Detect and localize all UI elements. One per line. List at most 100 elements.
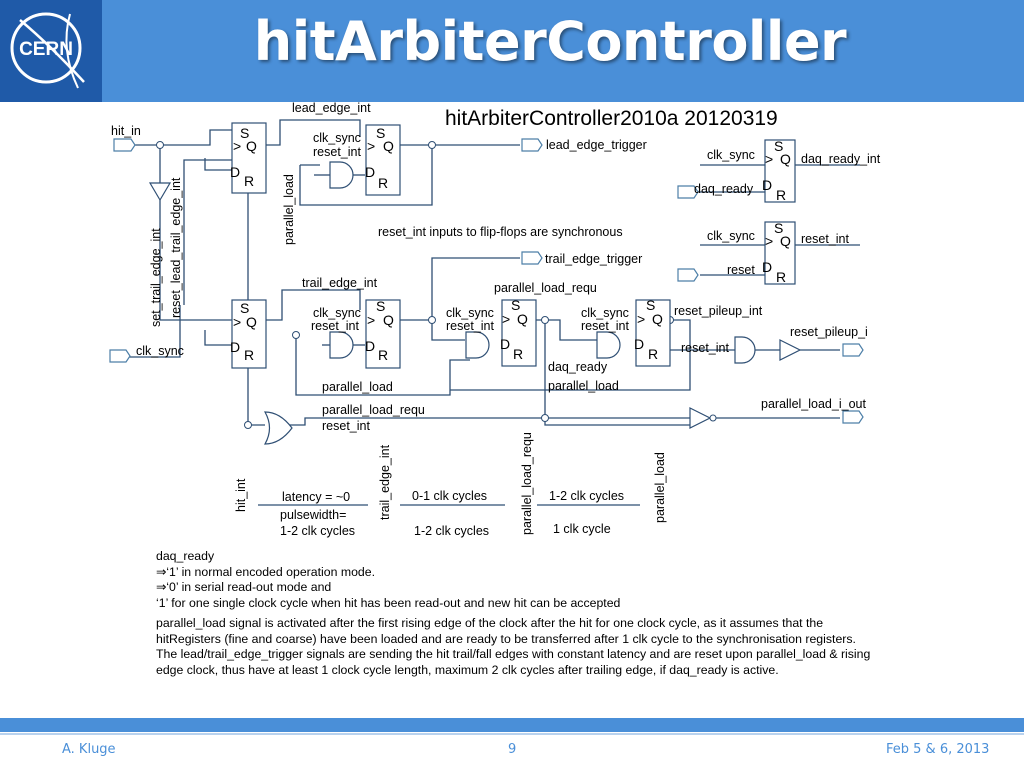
svg-text:R: R: [378, 175, 388, 191]
svg-text:R: R: [244, 347, 254, 363]
diagram-heading: hitArbiterController2010a 20120319: [445, 107, 778, 130]
svg-text:parallel_load_requ: parallel_load_requ: [520, 432, 534, 535]
footer-author: A. Kluge: [62, 742, 116, 757]
svg-text:reset_int: reset_int: [801, 232, 849, 246]
svg-text:latency = ~0: latency = ~0: [282, 490, 350, 504]
svg-text:parallel_load: parallel_load: [653, 452, 667, 523]
svg-text:>: >: [367, 138, 375, 154]
port-trail-edge-trigger: [521, 251, 543, 265]
footer-bar: [0, 718, 1024, 732]
svg-text:clk_sync: clk_sync: [446, 306, 494, 320]
label-trail-edge-int: trail_edge_int: [302, 276, 378, 290]
svg-text:S: S: [646, 297, 655, 313]
wire-network: [128, 119, 860, 506]
svg-text:reset_int: reset_int: [581, 319, 629, 333]
flip-flop-3: S Q > D R: [230, 299, 267, 369]
cern-logo-icon: CERN: [10, 12, 85, 89]
svg-text:parallel_load: parallel_load: [548, 379, 619, 393]
svg-text:parallel_load: parallel_load: [282, 174, 296, 245]
flip-flop-2: S Q > D R: [365, 124, 401, 196]
timing-annotations: hit_int latency = ~0 pulsewidth= 1-2 clk…: [234, 432, 667, 538]
svg-text:Q: Q: [780, 233, 791, 249]
daq-ready-line-3: ‘1’ for one single clock cycle when hit …: [156, 596, 621, 611]
svg-text:D: D: [365, 338, 375, 354]
wire-junctions: [156, 141, 674, 429]
svg-text:>: >: [765, 233, 773, 249]
svg-text:clk_sync: clk_sync: [581, 306, 629, 320]
svg-text:clk_sync: clk_sync: [707, 229, 755, 243]
svg-text:hit_int: hit_int: [234, 478, 248, 512]
svg-text:1-2 clk cycles: 1-2 clk cycles: [280, 524, 355, 538]
port-lead-edge-trigger: [521, 138, 543, 152]
footer-page-number: 9: [508, 742, 517, 757]
footer-date: Feb 5 & 6, 2013: [886, 742, 990, 757]
svg-text:Q: Q: [246, 314, 257, 330]
port-clk-sync: [109, 349, 131, 363]
svg-text:daq_ready: daq_ready: [548, 360, 608, 374]
svg-text:1-2 clk cycles: 1-2 clk cycles: [414, 524, 489, 538]
flip-flop-4: S Q > D R: [365, 298, 401, 369]
svg-text:Q: Q: [780, 151, 791, 167]
logic-gates: [148, 161, 802, 445]
port-hit-in: [113, 138, 136, 152]
svg-text:R: R: [513, 346, 523, 362]
flip-flop-daq-ready: S Q > D R: [762, 138, 796, 203]
svg-text:S: S: [376, 125, 385, 141]
svg-text:D: D: [762, 177, 772, 193]
svg-text:>: >: [502, 311, 510, 327]
flip-flop-reset: S Q > D R: [762, 220, 796, 285]
svg-text:D: D: [500, 336, 510, 352]
svg-text:S: S: [240, 125, 249, 141]
diagram-labels: hit_in clk_sync lead_edge_int clk_sync r…: [111, 101, 881, 433]
svg-text:D: D: [230, 164, 240, 180]
svg-text:0-1 clk cycles: 0-1 clk cycles: [412, 489, 487, 503]
slide-header: [0, 0, 1024, 102]
label-reset-in: reset: [727, 263, 755, 277]
svg-text:D: D: [762, 259, 772, 275]
flip-flop-6: S Q > D R: [634, 297, 671, 367]
svg-text:Q: Q: [383, 312, 394, 328]
svg-text:S: S: [511, 297, 520, 313]
daq-ready-line-2: ⇒‘0’ in serial read-out mode and: [156, 580, 332, 595]
svg-text:reset_int: reset_int: [322, 419, 370, 433]
svg-text:clk_sync: clk_sync: [313, 131, 361, 145]
diagram-note: reset_int inputs to flip-flops are synch…: [378, 225, 623, 239]
svg-text:reset_int: reset_int: [681, 341, 729, 355]
svg-text:R: R: [378, 347, 388, 363]
svg-text:>: >: [765, 151, 773, 167]
label-clk-sync: clk_sync: [136, 344, 184, 358]
svg-text:S: S: [774, 138, 783, 154]
svg-text:R: R: [648, 346, 658, 362]
label-reset-pileup-i: reset_pileup_i: [790, 325, 868, 339]
svg-text:reset_lead_trail_edge_int: reset_lead_trail_edge_int: [169, 177, 183, 318]
port-daq-ready: [677, 185, 699, 199]
svg-text:S: S: [240, 300, 249, 316]
label-lead-edge-int: lead_edge_int: [292, 101, 371, 115]
label-trail-edge-trigger: trail_edge_trigger: [545, 252, 642, 266]
io-ports: [109, 138, 864, 424]
svg-text:S: S: [376, 298, 385, 314]
footer-divider: [0, 733, 1024, 735]
label-lead-edge-trigger: lead_edge_trigger: [546, 138, 647, 152]
label-hit-in: hit_in: [111, 124, 141, 138]
svg-text:D: D: [634, 336, 644, 352]
svg-text:pulsewidth=: pulsewidth=: [280, 508, 346, 522]
svg-text:D: D: [230, 339, 240, 355]
svg-text:Q: Q: [383, 138, 394, 154]
label-parallel-load-i-out: parallel_load_i_out: [761, 397, 866, 411]
logo-text: CERN: [19, 39, 73, 60]
svg-text:D: D: [365, 164, 375, 180]
flip-flop-1: S Q > D R: [230, 122, 267, 194]
label-daq-ready-int: daq_ready_int: [801, 152, 881, 166]
svg-text:Q: Q: [246, 138, 257, 154]
svg-text:R: R: [776, 187, 786, 203]
parallel-load-paragraph: parallel_load signal is activated after …: [156, 615, 856, 646]
port-parallel-load-i-out: [842, 410, 864, 424]
svg-text:reset_int: reset_int: [446, 319, 494, 333]
flip-flop-5: S Q > D R: [500, 297, 537, 367]
svg-text:1-2 clk cycles: 1-2 clk cycles: [549, 489, 624, 503]
svg-text:parallel_load_requ: parallel_load_requ: [494, 281, 597, 295]
label-daq-ready-in: daq_ready: [694, 182, 754, 196]
svg-text:Q: Q: [652, 311, 663, 327]
